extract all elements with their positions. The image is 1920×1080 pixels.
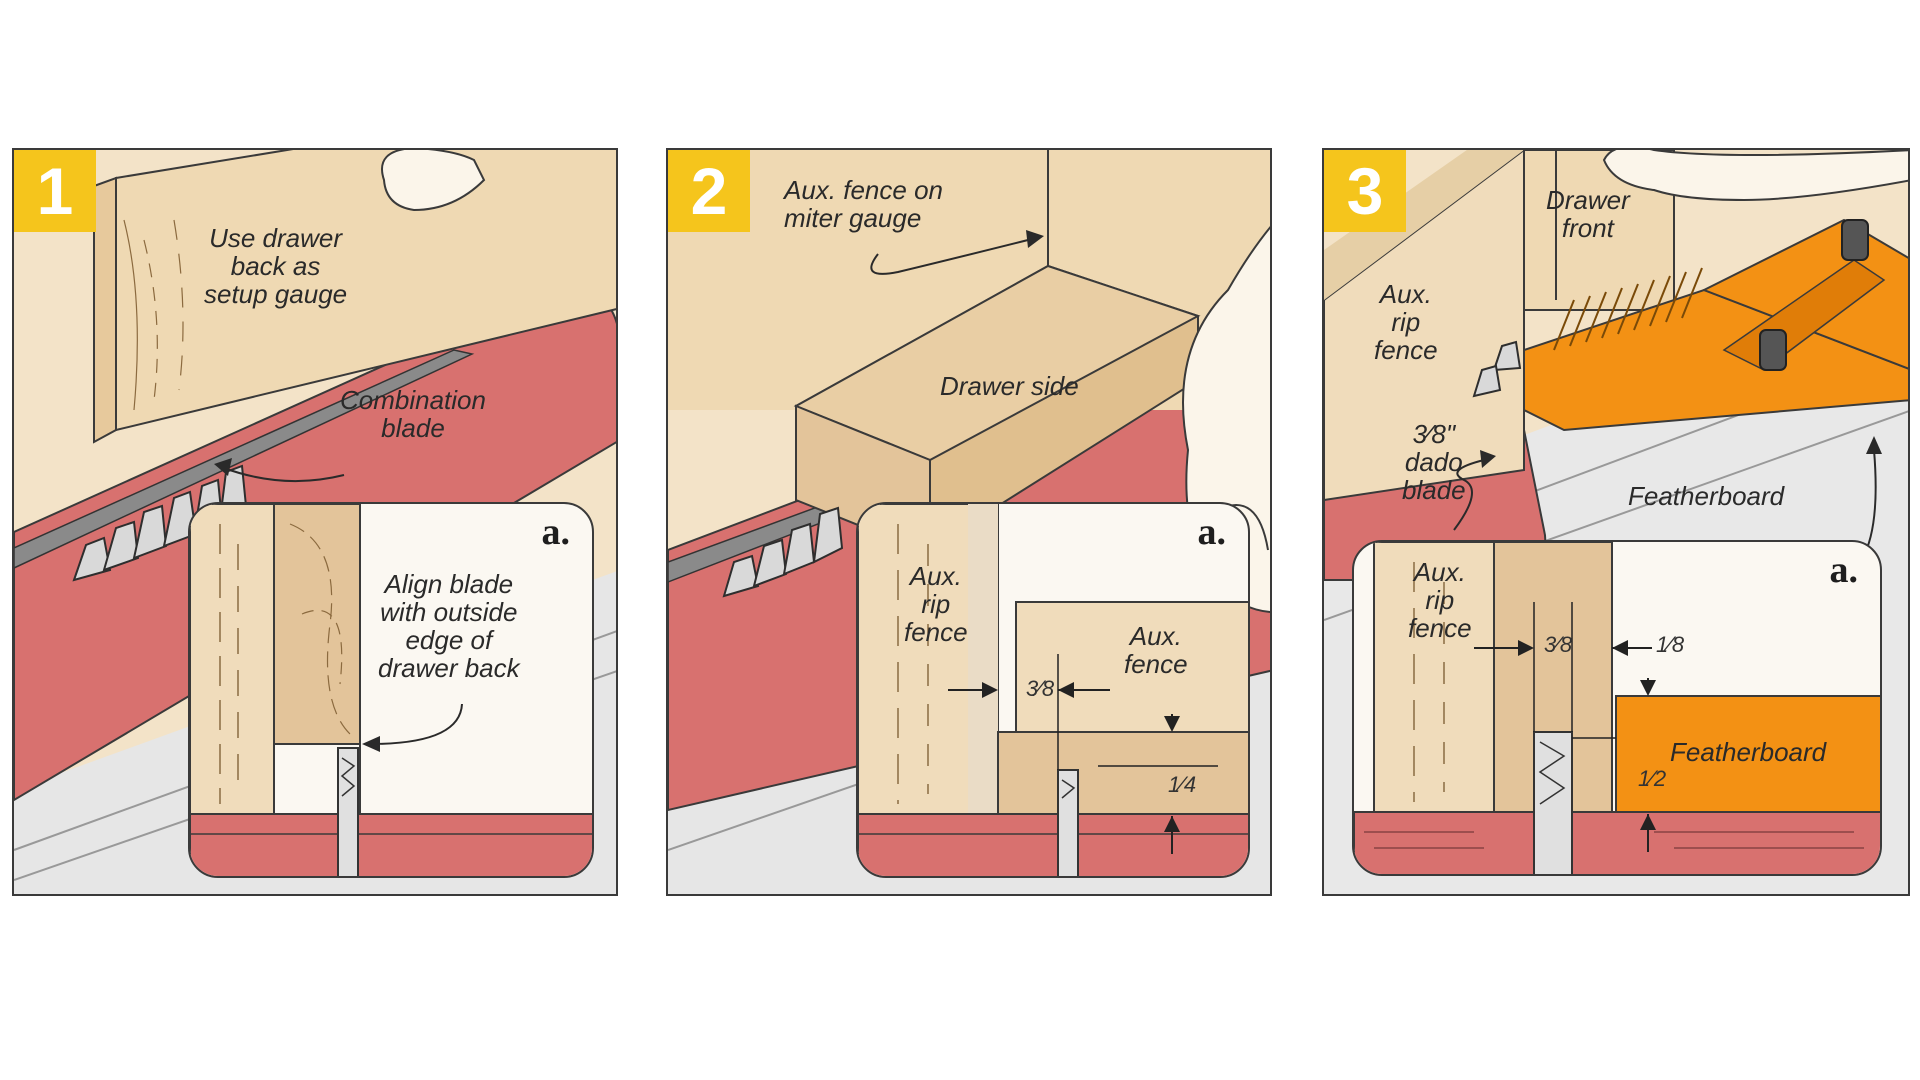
inset-a-3-tag: a. <box>1829 549 1859 591</box>
dim-height-1-4: 1⁄4 <box>1168 772 1197 797</box>
step-badge-1: 1 <box>14 150 96 232</box>
label-featherboard: Featherboard <box>1628 481 1785 511</box>
dim-width-3-8: 3⁄8 <box>1026 676 1055 701</box>
dim-height-1-2: 1⁄2 <box>1638 766 1667 791</box>
dim-width-3-8-panel3: 3⁄8 <box>1544 632 1573 657</box>
label-aux-rip-fence: Aux. rip fence <box>1374 279 1438 365</box>
label-align-blade: Align blade with outside edge of drawer … <box>378 569 520 683</box>
inset-a-3: a. Aux. rip fence 3⁄8 1⁄8 Featherboard 1… <box>1352 540 1882 876</box>
label-inset-rip-fence: Aux. rip fence <box>904 561 968 647</box>
panel-2: 2 Aux. fence on miter gauge Drawer side <box>666 148 1272 896</box>
label-inset-featherboard: Featherboard <box>1670 737 1827 767</box>
dim-gap-1-8: 1⁄8 <box>1656 632 1685 657</box>
inset-a-1-illustration <box>190 504 592 876</box>
label-drawer-side: Drawer side <box>940 371 1079 401</box>
panel-3: 3 Drawer front Aux. rip fence 3⁄8" dado … <box>1322 148 1910 896</box>
label-dado-blade: 3⁄8" dado blade <box>1402 419 1466 505</box>
panel-1: 1 Use drawer back as setup gauge Combina… <box>12 148 618 896</box>
label-drawer-front: Drawer front <box>1546 185 1630 243</box>
inset-a-2-illustration <box>858 504 1248 876</box>
label-combination-blade: Combination blade <box>340 385 486 443</box>
label-inset-rip-fence-3: Aux. rip fence <box>1408 557 1472 643</box>
step-badge-3: 3 <box>1324 150 1406 232</box>
inset-a-2: a. Aux. rip fence Aux. fence 3⁄8 1⁄4 <box>856 502 1250 878</box>
inset-a-2-tag: a. <box>1197 511 1227 553</box>
inset-a-3-illustration <box>1354 542 1880 874</box>
inset-a-1-tag: a. <box>541 511 571 553</box>
step-badge-2: 2 <box>668 150 750 232</box>
label-aux-fence-miter: Aux. fence on miter gauge <box>784 175 943 233</box>
label-inset-aux-fence: Aux. fence <box>1124 621 1188 679</box>
inset-a-1: a. Align blade with outside edge of draw… <box>188 502 594 878</box>
label-setup-gauge: Use drawer back as setup gauge <box>204 223 348 309</box>
